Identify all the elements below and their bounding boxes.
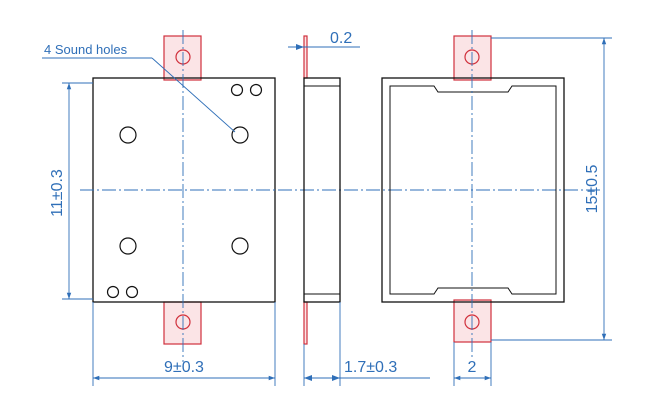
side-view: 0.2 1.7±0.3 — [288, 30, 430, 386]
thickness-arrow-left — [304, 375, 312, 381]
back-view: 15±0.5 2 — [381, 30, 612, 386]
thickness-dim-label: 1.7±0.3 — [344, 359, 397, 376]
back-body — [381, 77, 565, 303]
side-body — [303, 77, 341, 303]
sound-holes-leader — [151, 57, 236, 133]
sound-hole — [231, 126, 249, 144]
height-dim-label: 11±0.3 — [49, 169, 66, 217]
back-top-tab — [453, 35, 492, 81]
tab-width-dim-label: 2 — [468, 359, 477, 376]
sound-hole — [119, 126, 137, 144]
lead-thickness-label: 0.2 — [330, 30, 352, 47]
sound-hole — [119, 237, 137, 255]
width-dim-label: 9±0.3 — [164, 359, 204, 376]
sound-holes-label: 4 Sound holes — [44, 42, 128, 57]
front-view: 4 Sound holes 11±0.3 9±0.3 — [42, 30, 600, 386]
back-inner-outline — [389, 85, 557, 295]
small-hole — [230, 83, 244, 97]
thickness-arrow-right — [332, 375, 340, 381]
small-hole — [106, 285, 120, 299]
side-lead-top — [303, 35, 308, 79]
small-hole — [125, 285, 139, 299]
front-bottom-tab — [163, 301, 202, 345]
lead-thickness-arrow — [296, 44, 304, 50]
side-lead-bottom — [303, 301, 308, 345]
back-bottom-tab — [453, 299, 492, 343]
small-hole — [249, 83, 263, 97]
front-top-tab — [163, 35, 202, 81]
sound-hole — [231, 237, 249, 255]
overall-dim-label: 15±0.5 — [584, 164, 601, 213]
